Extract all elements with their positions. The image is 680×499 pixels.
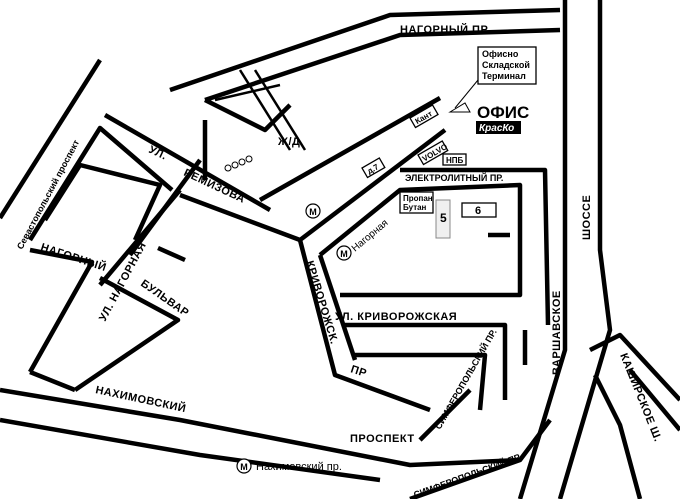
building-6	[461, 202, 497, 218]
label-kashirskoe: КАШИРСКОЕ Ш.	[617, 352, 663, 444]
label-ul-krivorozhskaya: УЛ. КРИВОРОЖСКАЯ	[335, 311, 457, 323]
road-central-diagonal-2	[298, 128, 447, 242]
label-elektrolitny: ЭЛЕКТРОЛИТНЫЙ ПР.	[405, 172, 503, 183]
label-num6: 6	[475, 205, 481, 217]
label-metro-nakhimovsky: Нахимовский пр.	[256, 461, 342, 473]
road-sevastopolsky-outer	[0, 58, 102, 220]
label-propan-2: Бутан	[403, 203, 427, 212]
label-simferopolsky-1: СИМФЕРОПОЛЬСКИЙ ПР.	[432, 327, 498, 431]
road-block-left-lower	[73, 276, 181, 392]
label-kant-box: Кант	[409, 104, 439, 129]
road-krivorozhskaya	[345, 322, 508, 400]
road-sevastopolsky-inner	[28, 125, 174, 242]
label-propan-1: Пропан	[403, 194, 433, 203]
road-krivorozhsk-inner	[317, 254, 358, 361]
svg-text:М: М	[240, 462, 248, 472]
road-krivorozhskaya-inner	[355, 352, 488, 411]
road-kashirskoe-top	[588, 332, 680, 402]
road-kashirskoe-inner	[628, 368, 680, 432]
road-varshavskoe-east	[557, 0, 613, 499]
building-labels: Кант д.7 VOLVO НПБ Пропан Бутан 5 6	[361, 104, 497, 239]
label-varshavskoe: ВАРШАВСКОЕ	[551, 290, 563, 375]
label-ul-remizova-1: УЛ.	[147, 144, 169, 163]
office-title: ОФИС	[477, 103, 529, 122]
label-nagorny-bulvar-1: НАГОРНЫЙ	[39, 240, 108, 274]
label-simferopolsky-2: СИМФЕРОПОЛЬСКИЙ ПР.	[412, 451, 523, 499]
brand-logo-text: КрасКо	[479, 123, 514, 134]
road-block-left-mid	[28, 247, 95, 374]
road-nagorny-pr-lower	[204, 27, 561, 103]
terminal-box	[477, 46, 537, 85]
label-propan-box	[399, 191, 434, 214]
label-shosse: ШОССЕ	[581, 195, 593, 240]
road-nagornaya-block	[318, 182, 523, 298]
label-sevastopolsky: Севастопольский проспект	[15, 138, 82, 251]
label-npb-box	[442, 153, 467, 166]
road-nakhimovsky-link	[29, 369, 76, 393]
road-block-left-top	[43, 162, 163, 241]
terminal-line-1: Офисно	[482, 49, 519, 59]
road-nagornaya-down	[98, 188, 182, 287]
road-elektrolitny	[400, 167, 551, 326]
label-rail: Ж/Д	[277, 136, 300, 148]
road-varshavskoe-west	[517, 0, 568, 499]
road-remizova-bottom	[179, 192, 301, 243]
label-krivorozh-pr: ПР	[349, 363, 368, 379]
rail-line-2	[253, 69, 307, 151]
brand-logo-box	[476, 121, 521, 134]
office-pointer-icon	[448, 102, 471, 113]
metro-icon: М	[236, 458, 252, 474]
terminal-line-3: Терминал	[482, 71, 526, 81]
label-nakhimovsky: НАХИМОВСКИЙ	[94, 383, 187, 415]
road-remizova-top	[103, 113, 272, 212]
railway	[214, 69, 307, 172]
terminal-callout: Офисно Складской Терминал	[454, 46, 537, 109]
building-5	[435, 199, 451, 239]
road-nakhimovsky-bottom	[0, 417, 381, 483]
road-krivorozhsk-outer	[297, 239, 431, 413]
road-central-diagonal	[258, 96, 442, 202]
office-marker: ОФИС КрасКо	[448, 102, 529, 134]
road-simferopolsky-upper	[418, 388, 472, 442]
label-nagorny-pr: НАГОРНЫЙ ПР.	[400, 23, 490, 36]
metro-icon: М	[336, 245, 352, 261]
label-npb: НПБ	[446, 156, 464, 165]
label-num5: 5	[440, 211, 447, 225]
rail-circles-icon	[224, 155, 253, 172]
road-nakhimovsky-top	[0, 387, 521, 468]
metro-icon: М	[305, 203, 321, 219]
svg-text:М: М	[340, 249, 348, 259]
road-simferopolsky-lower	[409, 418, 552, 499]
terminal-line-2: Складской	[482, 60, 530, 70]
svg-text:М: М	[309, 207, 317, 217]
road-kashirskoe-left	[592, 373, 643, 499]
label-d7-box: д.7	[361, 157, 386, 179]
road-nagorny-pr-upper	[169, 7, 561, 93]
label-prospekt: ПРОСПЕКТ	[350, 433, 415, 445]
rail-line-1	[238, 69, 292, 151]
rail-cross	[214, 83, 281, 102]
road-bulvar-stub	[157, 245, 186, 263]
